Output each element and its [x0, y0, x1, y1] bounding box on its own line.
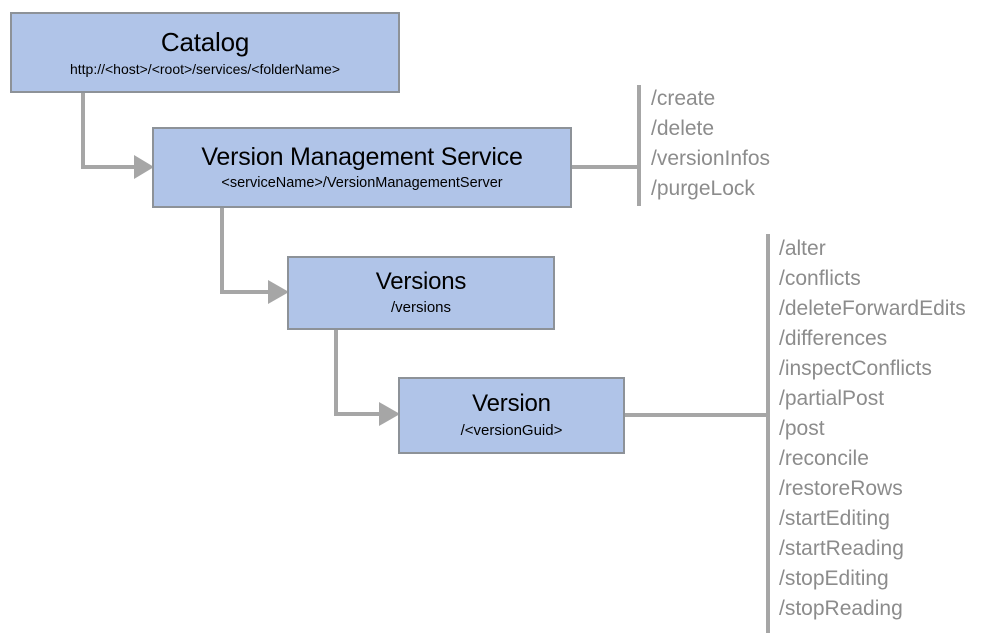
operation-item: /startReading — [779, 537, 904, 560]
operation-item: /delete — [651, 117, 715, 140]
connector-catalog-to-service — [81, 93, 154, 179]
operation-item: /reconcile — [779, 447, 869, 470]
operation-list-service: /create/delete/versionInfos/purgeLock — [651, 84, 770, 204]
node-versions-title: Versions — [375, 267, 467, 295]
operation-item: /stopReading — [779, 597, 903, 620]
operation-item: /post — [779, 417, 825, 440]
operation-item: /create — [651, 87, 716, 110]
operation-item: /conflicts — [779, 267, 861, 290]
operation-item: /differences — [779, 327, 888, 350]
node-version-management-service[interactable]: Version Management Service <serviceName>… — [152, 127, 572, 208]
operation-item: /inspectConflicts — [779, 357, 932, 380]
node-catalog-title: Catalog — [160, 26, 250, 57]
node-versions-subtitle: /versions — [390, 299, 452, 317]
operation-item: /restoreRows — [779, 477, 903, 500]
operation-item: /versionInfos — [651, 147, 771, 170]
operation-item: /deleteForwardEdits — [779, 297, 966, 320]
operation-item: /partialPost — [779, 387, 885, 410]
node-version-management-service-title: Version Management Service — [201, 142, 523, 171]
connector-service-to-versions — [220, 208, 289, 304]
node-version[interactable]: Version /<versionGuid> — [398, 377, 625, 454]
connector-service-to-operations — [572, 85, 641, 206]
operation-item: /stopEditing — [779, 567, 889, 590]
node-versions[interactable]: Versions /versions — [287, 256, 555, 330]
connector-version-to-operations — [625, 234, 770, 633]
connector-versions-to-version — [334, 330, 400, 426]
operation-item: /alter — [779, 237, 826, 260]
operation-item: /startEditing — [779, 507, 890, 530]
node-version-title: Version — [472, 390, 551, 418]
node-version-management-service-subtitle: <serviceName>/VersionManagementServer — [221, 174, 503, 191]
node-version-subtitle: /<versionGuid> — [460, 421, 563, 439]
operation-list-version: /alter/conflicts/deleteForwardEdits/diff… — [779, 234, 966, 624]
operation-item: /purgeLock — [651, 177, 755, 200]
node-catalog[interactable]: Catalog http://<host>/<root>/services/<f… — [10, 12, 400, 93]
node-catalog-subtitle: http://<host>/<root>/services/<folderNam… — [69, 60, 341, 77]
